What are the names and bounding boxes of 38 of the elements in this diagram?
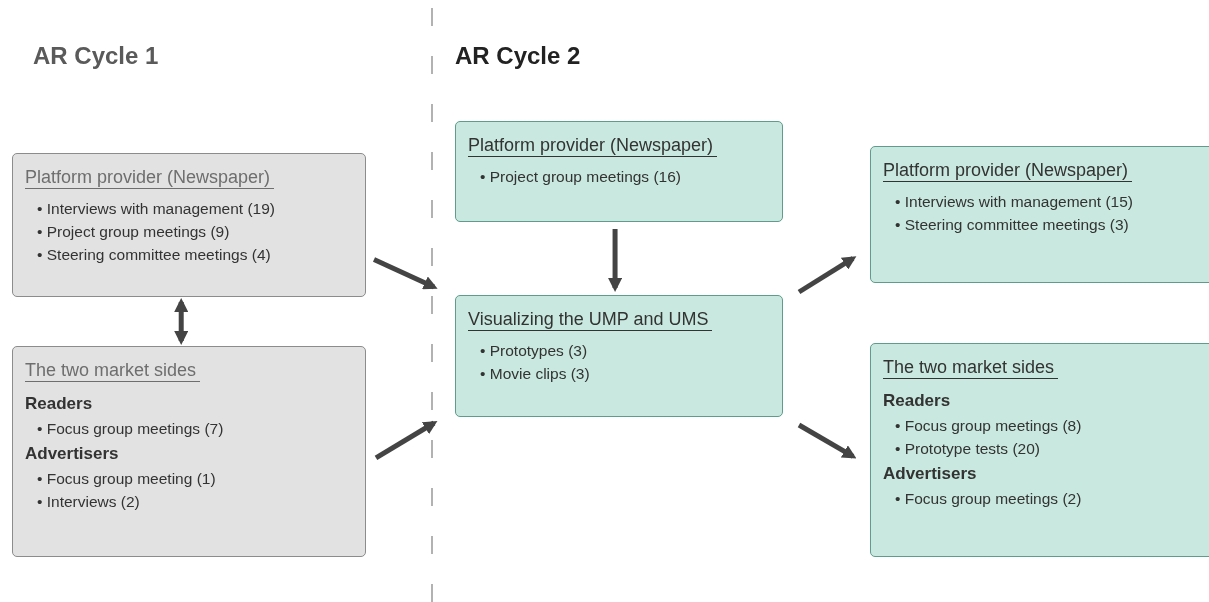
- arrow: [797, 256, 857, 295]
- box-heading: Visualizing the UMP and UMS: [468, 308, 713, 331]
- bullet-item: • Interviews (2): [36, 492, 141, 512]
- process-box: [870, 146, 1209, 283]
- process-box: [455, 121, 783, 222]
- bullet-item: • Steering committee meetings (3): [894, 215, 1130, 235]
- process-box: [455, 295, 783, 417]
- process-box: [12, 346, 366, 557]
- group-heading: Readers: [25, 393, 94, 415]
- bullet-item: • Interviews with management (15): [894, 192, 1135, 212]
- column-heading: AR Cycle 2: [455, 42, 581, 70]
- group-heading: Readers: [883, 390, 952, 412]
- bullet-item: • Project group meetings (9): [36, 222, 231, 242]
- bullet-item: • Focus group meetings (7): [36, 419, 225, 439]
- process-box: [12, 153, 366, 297]
- box-heading: The two market sides: [883, 356, 1059, 379]
- bullet-item: • Project group meetings (16): [479, 167, 682, 187]
- bullet-item: • Interviews with management (19): [36, 199, 277, 219]
- arrow: [174, 298, 189, 345]
- bullet-item: • Movie clips (3): [479, 364, 591, 384]
- bullet-item: • Prototype tests (20): [894, 439, 1041, 459]
- column-heading: AR Cycle 1: [33, 42, 159, 70]
- box-heading: Platform provider (Newspaper): [468, 134, 718, 157]
- bullet-item: • Focus group meetings (2): [894, 489, 1083, 509]
- group-heading: Advertisers: [883, 463, 978, 485]
- arrow: [797, 422, 857, 459]
- box-heading: The two market sides: [25, 359, 201, 382]
- bullet-item: • Focus group meeting (1): [36, 469, 217, 489]
- process-box: [870, 343, 1209, 557]
- arrow: [372, 257, 438, 290]
- box-heading: Platform provider (Newspaper): [25, 166, 275, 189]
- arrow: [374, 420, 438, 460]
- bullet-item: • Prototypes (3): [479, 341, 589, 361]
- group-heading: Advertisers: [25, 443, 120, 465]
- bullet-item: • Focus group meetings (8): [894, 416, 1083, 436]
- box-heading: Platform provider (Newspaper): [883, 159, 1133, 182]
- arrow: [608, 229, 623, 292]
- bullet-item: • Steering committee meetings (4): [36, 245, 272, 265]
